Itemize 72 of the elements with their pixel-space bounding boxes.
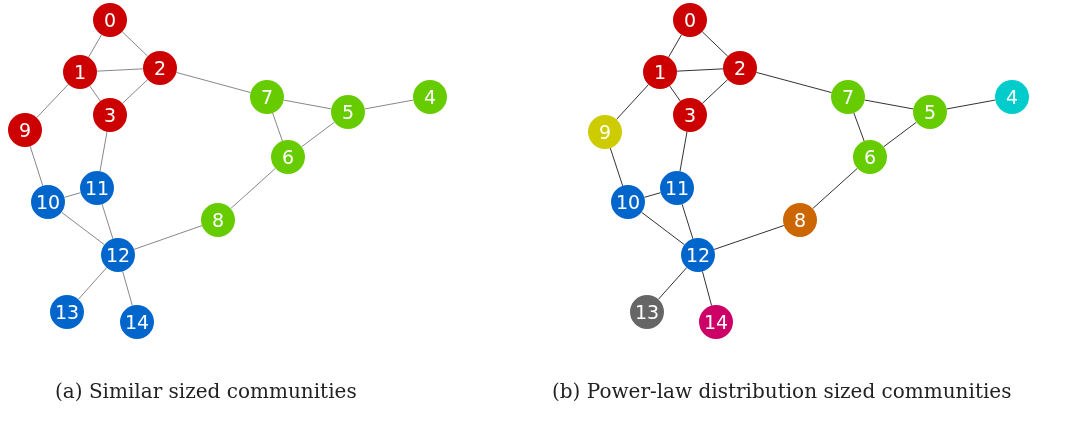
edge-line <box>616 84 649 120</box>
edge-line <box>657 267 688 300</box>
edge-line <box>643 192 662 198</box>
edge-line <box>883 121 917 148</box>
subfigure-caption: (b) Power-law distribution sized communities <box>552 378 1013 405</box>
edge-line <box>679 131 688 172</box>
edge-line <box>36 83 69 119</box>
edge-line <box>122 270 133 307</box>
edge-line <box>713 225 785 250</box>
edge-line <box>121 31 149 57</box>
graph-node: 12 <box>101 238 135 272</box>
graph-node: 0 <box>93 3 127 37</box>
edge-line <box>175 71 252 94</box>
graph-node: 8 <box>201 203 235 237</box>
graph-node: 14 <box>120 305 154 339</box>
edge-line <box>681 203 694 240</box>
graph-node: 13 <box>630 295 664 329</box>
graph-node: 9 <box>8 113 42 147</box>
edge-line <box>99 131 108 172</box>
edge-line <box>121 79 149 104</box>
graph-node: 7 <box>831 80 865 114</box>
edge-line <box>89 85 101 102</box>
edge-line <box>609 147 624 187</box>
edge-line <box>61 211 105 246</box>
graph-node: 3 <box>673 98 707 132</box>
graph-node: 10 <box>31 185 65 219</box>
edge-line <box>88 34 102 58</box>
graph-node: 1 <box>63 55 97 89</box>
edge-line <box>676 68 724 72</box>
graph-node: 10 <box>611 185 645 219</box>
edge-line <box>283 99 332 110</box>
graph-node: 6 <box>271 140 305 174</box>
graph-node: 2 <box>143 51 177 85</box>
edge-line <box>946 99 996 110</box>
graph-node: 3 <box>93 98 127 132</box>
edge-line <box>133 225 203 250</box>
graph-node: 13 <box>50 295 84 329</box>
graph-node: 2 <box>723 51 757 85</box>
graph-node: 8 <box>783 203 817 237</box>
graph-node: 4 <box>413 80 447 114</box>
edge-line <box>668 34 682 58</box>
edge-line <box>853 112 865 142</box>
edge-line <box>230 167 276 210</box>
edge-line <box>96 68 144 72</box>
edge-line <box>29 145 44 187</box>
edge-line <box>364 99 414 110</box>
graph-node: 5 <box>913 95 947 129</box>
graph-node: 12 <box>681 238 715 272</box>
edge-line <box>641 211 685 246</box>
graph-node: 14 <box>699 305 733 339</box>
edge-line <box>701 270 713 307</box>
edge-line <box>812 167 858 210</box>
edge-line <box>701 79 729 104</box>
graph-node: 5 <box>331 95 365 129</box>
subfigure-caption: (a) Similar sized communities <box>55 378 358 405</box>
edge-line <box>701 31 729 57</box>
graph-node: 4 <box>995 80 1029 114</box>
edge-line <box>669 85 681 102</box>
graph-node: 11 <box>660 171 694 205</box>
edge-line <box>63 192 82 198</box>
graph-node: 11 <box>80 171 114 205</box>
graph-node: 6 <box>853 140 887 174</box>
edge-line <box>101 203 114 240</box>
edge-line <box>864 99 914 110</box>
edge-line <box>272 112 283 142</box>
edge-line <box>77 267 108 300</box>
graph-node: 1 <box>643 55 677 89</box>
graph-node: 0 <box>673 3 707 37</box>
edge-line <box>755 71 833 94</box>
graph-node: 7 <box>250 80 284 114</box>
graph-node: 9 <box>588 115 622 149</box>
edge-line <box>301 121 335 148</box>
